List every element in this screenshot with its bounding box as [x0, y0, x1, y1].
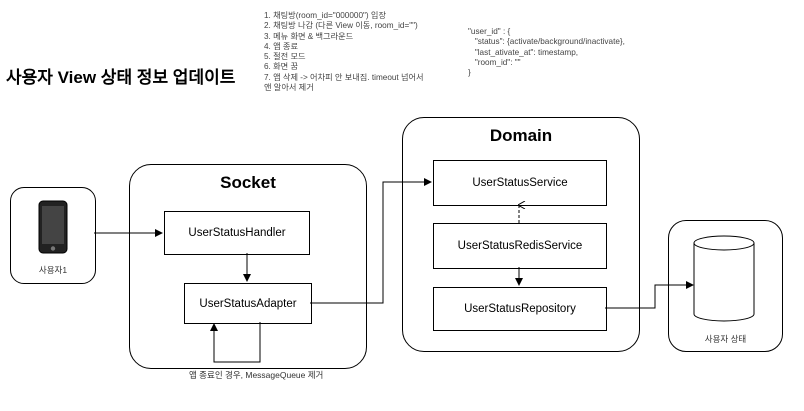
- step-item: 6. 화면 꿈: [264, 62, 298, 72]
- user-status-handler-box[interactable]: UserStatusHandler: [164, 211, 310, 255]
- socket-group: Socket: [129, 164, 367, 369]
- adapter-loop-note: 앱 종료인 경우, MessageQueue 제거: [189, 370, 324, 380]
- step-item: 2. 채팅방 나감 (다른 View 이동, room_id=""): [264, 21, 418, 31]
- adapter-loop-arrow: [210, 322, 261, 363]
- user-status-repository-box[interactable]: UserStatusRepository: [433, 287, 607, 331]
- json-schema-note: "user_id" : { "status": {activate/backgr…: [468, 27, 625, 78]
- json-line: "status": {activate/background/inactivat…: [468, 37, 625, 47]
- domain-title: Domain: [489, 126, 553, 145]
- user-status-redis-service-box[interactable]: UserStatusRedisService: [433, 223, 607, 269]
- json-line: "user_id" : {: [468, 27, 511, 36]
- step-item: 1. 채팅방(room_id="000000") 입장: [264, 11, 386, 20]
- page-title: 사용자 View 상태 정보 업데이트: [6, 68, 236, 87]
- database-cylinder-icon: [693, 235, 755, 322]
- step-item: 7. 앱 삭제 -> 어차피 안 보내짐. timeout 넘어서: [264, 72, 424, 82]
- smartphone-icon: [38, 200, 68, 254]
- step-item: 5. 절전 모드: [264, 52, 306, 62]
- db-label: 사용자 상태: [704, 334, 747, 344]
- step-item: 4. 앱 종료: [264, 41, 298, 51]
- step-item: 3. 메뉴 화면 & 백그라운드: [264, 31, 354, 41]
- step-item: 앤 알아서 제거: [264, 83, 314, 93]
- adapter-to-service-arrow: [310, 178, 432, 304]
- steps-note: 1. 채팅방(room_id="000000") 입장 2. 채팅방 나감 (다…: [264, 11, 424, 93]
- json-line: "room_id": "": [468, 57, 521, 67]
- json-line: }: [468, 68, 471, 78]
- user-label: 사용자1: [38, 265, 68, 275]
- json-line: "last_ativate_at": timestamp,: [468, 47, 579, 57]
- repository-to-db-arrow: [605, 281, 694, 309]
- socket-title: Socket: [220, 173, 276, 192]
- user-node[interactable]: 사용자1: [10, 187, 96, 284]
- user-status-service-box[interactable]: UserStatusService: [433, 160, 607, 206]
